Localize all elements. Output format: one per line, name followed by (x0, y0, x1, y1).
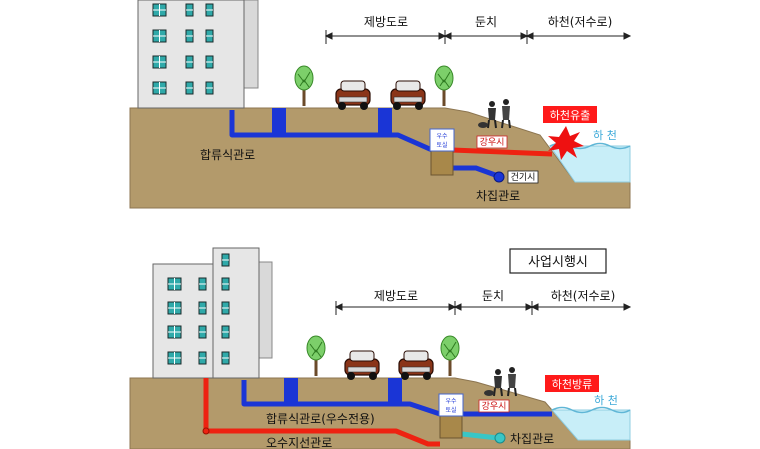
bottom-zone-river: 하천(저수로) (551, 288, 616, 303)
bottom-interceptor-pipe (461, 431, 499, 441)
top-overflow-box (543, 106, 597, 123)
bottom-sewer-pipe (203, 378, 440, 447)
top-zone-lines (324, 30, 632, 44)
top-zone-road: 제방도로 (364, 15, 408, 29)
car-icon (335, 80, 371, 111)
bottom-title: 사업시행시 (528, 254, 588, 270)
bottom-overflow-box (545, 375, 599, 392)
top-river-label: 하 천 (593, 128, 617, 142)
bottom-zone-road: 제방도로 (374, 289, 418, 303)
top-combined-label: 합류식관로 (200, 148, 255, 162)
bottom-zone-bank: 둔치 (482, 289, 504, 303)
tree-icon (306, 335, 326, 377)
bottom-combined-label: 합류식관로(우수전용) (266, 412, 375, 426)
bottom-combined-pipe (241, 378, 552, 417)
top-river-water (549, 145, 631, 183)
bottom-rain-well-label: 우수 (445, 398, 457, 405)
tree-icon (440, 335, 460, 377)
top-overflow-pipe (451, 147, 553, 157)
svg-text:토실: 토실 (436, 141, 447, 149)
burst-icon (548, 126, 584, 160)
bottom-panel: 사업시행시 제방도로 둔치 하천(저수로) (129, 247, 632, 449)
bottom-zone-lines (334, 301, 632, 315)
bottom-river-water (550, 409, 631, 441)
car-icon (390, 80, 426, 111)
car-icon (398, 350, 434, 381)
bottom-building (152, 247, 273, 379)
top-overflow-label: 하천유출 (550, 108, 590, 122)
tree-icon (294, 65, 314, 107)
top-dry-label: 건기시 (511, 172, 536, 183)
car-icon (344, 350, 380, 381)
bottom-rain-label: 강우시 (482, 401, 507, 412)
top-rain-label: 강우시 (480, 137, 505, 148)
tree-icon (434, 65, 454, 107)
bottom-overflow-label: 하천방류 (552, 377, 592, 391)
top-zone-bank: 둔치 (475, 15, 497, 29)
bottom-sewer-label: 오수지선관로 (266, 436, 332, 449)
top-panel: 제방도로 둔치 하천(저수로) 우수 토실 합류식관로 강우시 건기시 차집관로 (129, 0, 632, 209)
bottom-interceptor-label: 차집관로 (510, 432, 554, 446)
top-interceptor-label: 차집관로 (476, 189, 520, 203)
top-zone-river: 하천(저수로) (548, 14, 613, 29)
top-rain-well-label: 우수 (436, 133, 448, 140)
bottom-river-label: 하 천 (594, 393, 618, 407)
top-building (137, 0, 259, 109)
bottom-title-box (509, 248, 607, 274)
svg-text:토실: 토실 (445, 406, 456, 414)
